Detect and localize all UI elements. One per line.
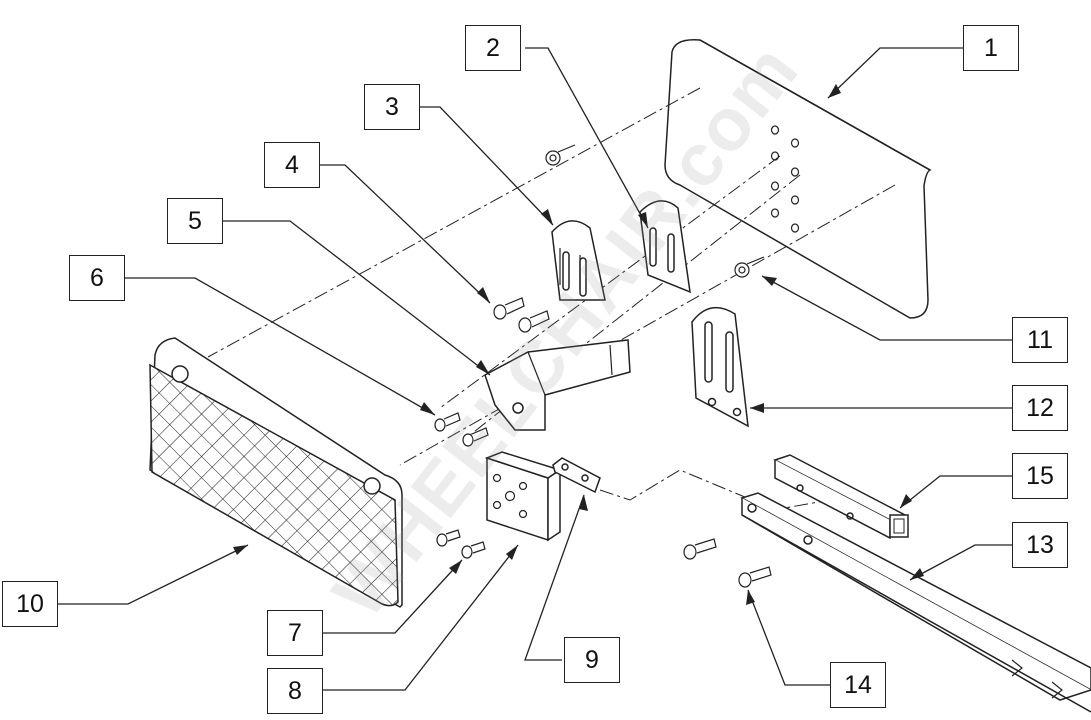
washer-screw-11	[734, 256, 765, 278]
screw-8	[461, 541, 486, 559]
part-5-clamp	[484, 339, 631, 431]
part-12-bracket	[691, 306, 749, 428]
callout-12: 12	[1012, 385, 1068, 431]
screw-6a	[434, 412, 461, 432]
callout-3: 3	[364, 84, 420, 130]
part-9-plate	[552, 457, 601, 494]
part-2-bracket	[639, 200, 691, 294]
callout-6: 6	[69, 255, 125, 301]
callout-15: 15	[1012, 453, 1068, 499]
callout-13: 13	[1012, 522, 1068, 568]
screw-4a	[493, 297, 525, 320]
callout-2: 2	[465, 25, 521, 71]
part-13-channel	[740, 492, 1091, 713]
screw-6b	[462, 427, 489, 447]
callout-5: 5	[167, 198, 223, 244]
arrowheads	[233, 84, 924, 605]
part-3-bracket	[551, 220, 606, 301]
part-15-square-tube	[773, 454, 909, 540]
screw-14b	[738, 566, 772, 588]
callout-4: 4	[264, 142, 320, 188]
callout-1: 1	[963, 25, 1019, 71]
callout-10: 10	[2, 581, 58, 627]
callout-9: 9	[564, 637, 620, 683]
part-1-back-plate	[664, 39, 932, 319]
callout-14: 14	[830, 662, 886, 708]
callout-7: 7	[267, 610, 323, 656]
screws	[434, 144, 772, 588]
callout-11: 11	[1012, 317, 1068, 363]
washer-screw-top	[545, 144, 576, 166]
callout-8: 8	[267, 668, 323, 714]
screw-4b	[518, 310, 550, 333]
part-8-mount-block	[484, 451, 562, 542]
leader-lines	[58, 47, 1012, 691]
screw-7	[436, 529, 461, 547]
screw-14a	[683, 538, 717, 560]
part-10-mesh-panel	[149, 337, 403, 608]
